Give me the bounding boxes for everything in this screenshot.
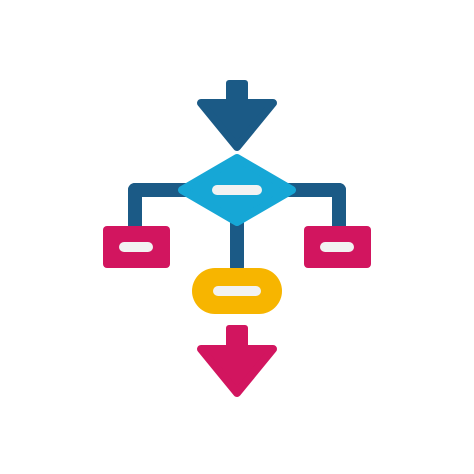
terminator-node bbox=[192, 268, 282, 314]
connector-center bbox=[230, 212, 244, 274]
process-left-label-bar bbox=[119, 242, 153, 252]
connector-down-right bbox=[332, 183, 346, 233]
arrow-down-in-icon bbox=[197, 80, 277, 151]
arrow-out-head bbox=[197, 345, 277, 397]
process-node-right bbox=[304, 226, 371, 268]
decision-node bbox=[178, 154, 296, 226]
terminator-label-bar bbox=[213, 286, 261, 296]
decision-label-bar bbox=[212, 185, 262, 195]
process-right-label-bar bbox=[320, 242, 354, 252]
arrow-down-out-icon bbox=[197, 325, 277, 397]
process-node-left bbox=[103, 226, 170, 268]
connector-down-left bbox=[128, 183, 142, 233]
arrow-in-head bbox=[197, 99, 277, 151]
